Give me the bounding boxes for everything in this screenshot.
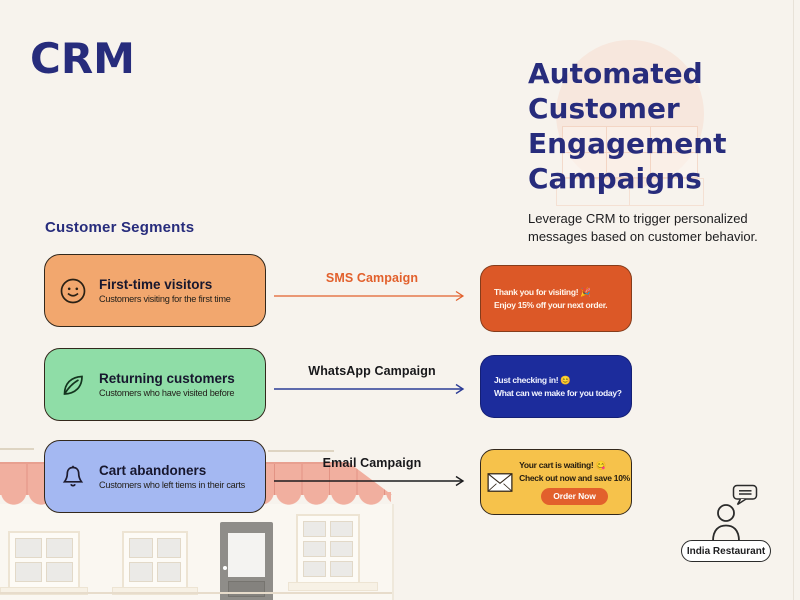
whatsapp-campaign-arrow [274,383,465,395]
segment-title: First-time visitors [99,277,213,292]
segment-description: Customers who left tiems in their carts [99,480,245,490]
title-line: Customer [528,92,680,125]
storefront-window [296,514,360,584]
door-glass [228,533,265,577]
smiley-icon [60,278,86,303]
customer-segments-heading: Customer Segments [45,219,195,236]
sms-campaign-label: SMS Campaign [325,271,419,285]
segment-title: Returning customers [99,371,235,386]
window-sill [288,582,378,591]
message-line: Check out now and save 10% [519,473,630,484]
sms-campaign-arrow [274,290,465,302]
right-edge-line [793,0,794,600]
storefront-door [220,522,273,600]
window-sill [112,587,198,595]
restaurant-badge: India Restaurant [681,540,771,562]
email-campaign-arrow [274,475,465,487]
window-sill [0,587,88,595]
segment-card-first-time-visitors: First-time visitors Customers visiting f… [44,254,266,327]
speech-bubble-icon [732,484,758,506]
bell-icon [62,465,84,486]
signboard-line-left [0,448,34,450]
email-message-card: Your cart is waiting! 😋 Check out now an… [480,449,632,515]
page-title: Automated Customer Engagement Campaigns [528,56,727,196]
segment-card-returning-customers: Returning customers Customers who have v… [44,348,266,421]
message-line: Thank you for visiting! 🎉 [494,286,591,297]
ground-line [0,592,392,594]
title-line: Engagement [528,127,727,160]
signboard-line-right [268,450,334,452]
segment-title: Cart abandoners [99,463,207,478]
building-window-outline [562,126,698,178]
segment-description: Customers who have visited before [99,388,235,398]
message-line: Your cart is waiting! 😋 [519,460,606,471]
segment-description: Customers visiting for the first time [99,294,231,304]
envelope-icon [487,472,513,492]
message-line: Enjoy 15% off your next order. [494,299,608,310]
door-knob [223,566,227,570]
storefront-window [122,531,188,589]
message-line: What can we make for you today? [494,387,622,398]
crm-logo: CRM [30,34,135,83]
title-line: Campaigns [528,162,702,195]
title-line: Automated [528,57,703,90]
segment-card-cart-abandoners: Cart abandoners Customers who left tiems… [44,440,266,513]
whatsapp-campaign-label: WhatsApp Campaign [308,364,436,378]
leaf-icon [63,375,83,395]
email-campaign-label: Email Campaign [322,456,422,470]
whatsapp-message-card: Just checking in! 😊 What can we make for… [480,355,632,418]
sms-message-card: Thank you for visiting! 🎉 Enjoy 15% off … [480,265,632,332]
page-subtitle: Leverage CRM to trigger personalized mes… [528,211,758,244]
order-now-button[interactable]: Order Now [541,488,608,505]
building-ledge-outline [556,178,704,206]
message-line: Just checking in! 😊 [494,374,571,385]
person-icon [712,504,740,542]
